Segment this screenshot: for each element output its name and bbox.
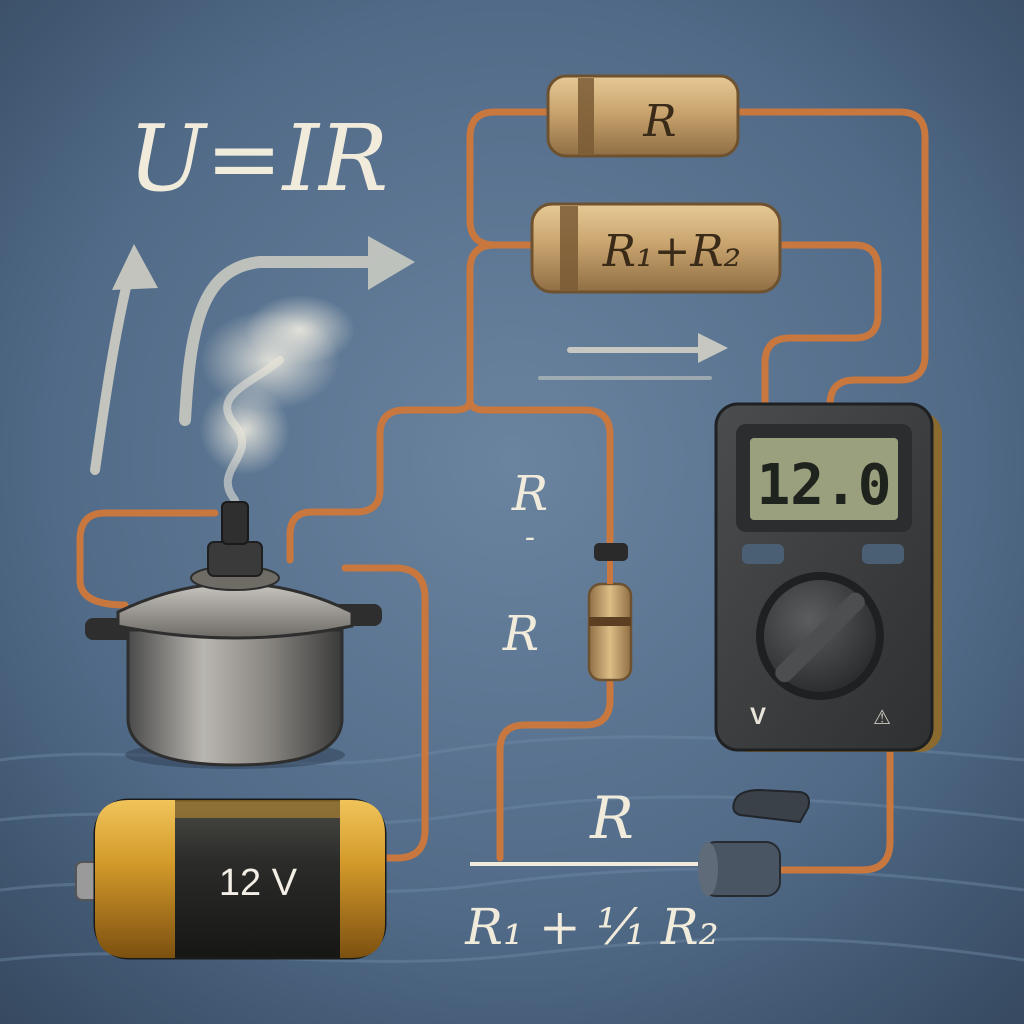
resistor-top-label: R bbox=[642, 96, 676, 147]
probe-tip-icon bbox=[732, 788, 810, 824]
battery-label: 12 V bbox=[219, 862, 298, 904]
meter-mode-label: V bbox=[750, 703, 766, 730]
arrow-right-icon bbox=[179, 236, 415, 426]
fraction: R R₁ + ¹⁄₁ R₂ bbox=[464, 784, 718, 956]
pressure-cooker bbox=[85, 501, 382, 769]
formula-text: U=IR bbox=[128, 105, 388, 212]
meter-display: 12.0 bbox=[757, 453, 892, 518]
resistor-top: R bbox=[546, 74, 740, 158]
small-arrow-right-icon bbox=[538, 333, 728, 380]
meter-button-left[interactable] bbox=[742, 544, 784, 564]
middle-label-dash: - bbox=[525, 520, 535, 555]
arrow-up-icon bbox=[90, 244, 158, 475]
wires bbox=[76, 108, 929, 874]
resistor-vertical bbox=[587, 543, 633, 682]
meter-button-right[interactable] bbox=[862, 544, 904, 564]
meter-warning-icon: ⚠ bbox=[873, 707, 891, 729]
meter-lcd bbox=[750, 438, 898, 520]
steam bbox=[200, 295, 355, 504]
meter-dial-knob[interactable] bbox=[756, 572, 884, 700]
resistor-series: R₁+R₂ bbox=[530, 202, 782, 294]
resistor-series-label: R₁+R₂ bbox=[602, 226, 741, 277]
middle-label-top: R bbox=[511, 466, 548, 522]
multimeter: 12.0 V ⚠ bbox=[714, 402, 942, 752]
fraction-numerator: R bbox=[589, 784, 634, 852]
middle-label-bottom: R bbox=[502, 606, 539, 662]
battery: 12 V bbox=[75, 798, 387, 960]
probe-plug-icon bbox=[698, 841, 781, 897]
fraction-denominator: R₁ + ¹⁄₁ R₂ bbox=[464, 898, 718, 956]
